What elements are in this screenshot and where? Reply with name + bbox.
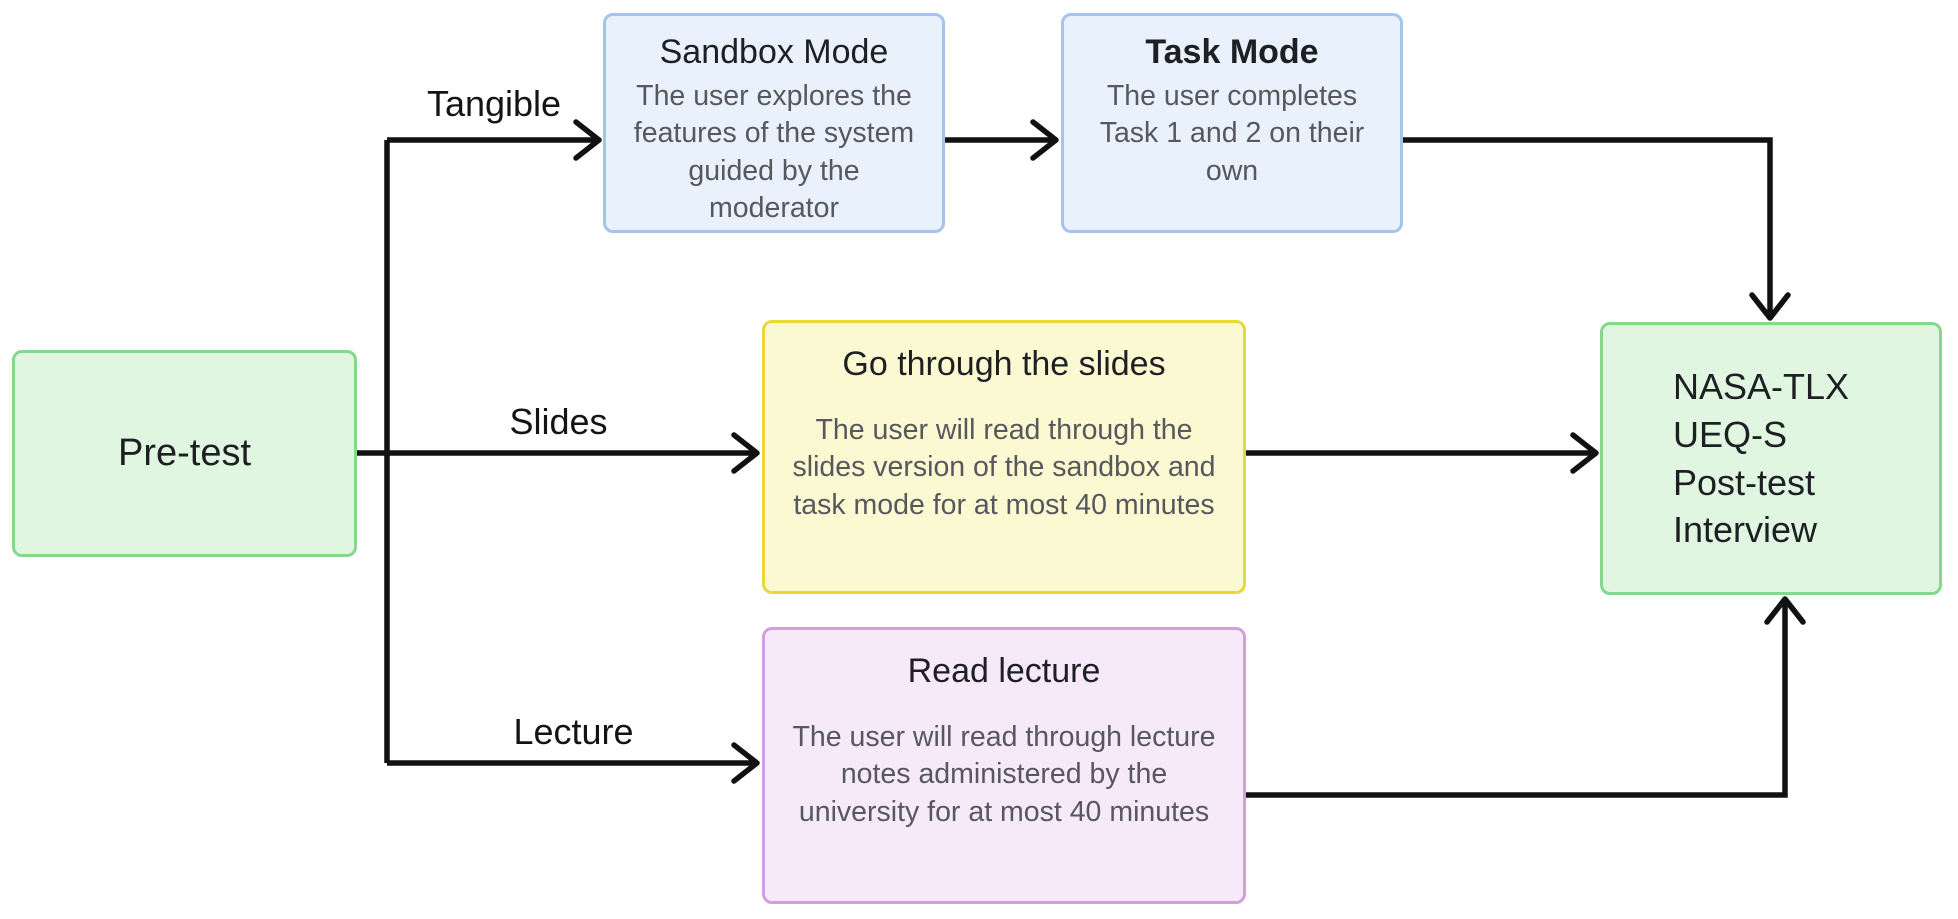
node-go-through-slides-title: Go through the slides	[842, 345, 1166, 383]
node-read-lecture: Read lecture The user will read through …	[762, 627, 1246, 904]
node-outcome-label: NASA-TLX UEQ-S Post-test Interview	[1673, 366, 1850, 551]
node-sandbox-mode-body: The user explores the features of the sy…	[633, 79, 915, 225]
node-sandbox-mode-title: Sandbox Mode	[659, 33, 889, 71]
node-go-through-slides-body: The user will read through the slides ve…	[792, 413, 1216, 521]
node-go-through-slides: Go through the slides The user will read…	[762, 320, 1246, 594]
edge-label-tangible: Tangible	[426, 83, 562, 124]
node-task-mode: Task Mode The user completes Task 1 and …	[1061, 13, 1403, 233]
edge-lecture-to-outcome	[1245, 596, 1806, 798]
node-task-mode-body: The user completes Task 1 and 2 on their…	[1099, 79, 1365, 187]
edge-task-to-outcome	[1403, 137, 1791, 321]
edge-label-slides: Slides	[509, 401, 608, 442]
edge-label-lecture: Lecture	[513, 711, 634, 752]
node-read-lecture-title: Read lecture	[907, 652, 1101, 690]
node-pre-test: Pre-test	[12, 350, 357, 557]
node-pre-test-label: Pre-test	[117, 432, 252, 474]
node-read-lecture-body: The user will read through lecture notes…	[792, 720, 1216, 828]
node-sandbox-mode: Sandbox Mode The user explores the featu…	[603, 13, 945, 233]
node-task-mode-title: Task Mode	[1145, 33, 1319, 71]
node-outcome: NASA-TLX UEQ-S Post-test Interview	[1600, 322, 1942, 595]
